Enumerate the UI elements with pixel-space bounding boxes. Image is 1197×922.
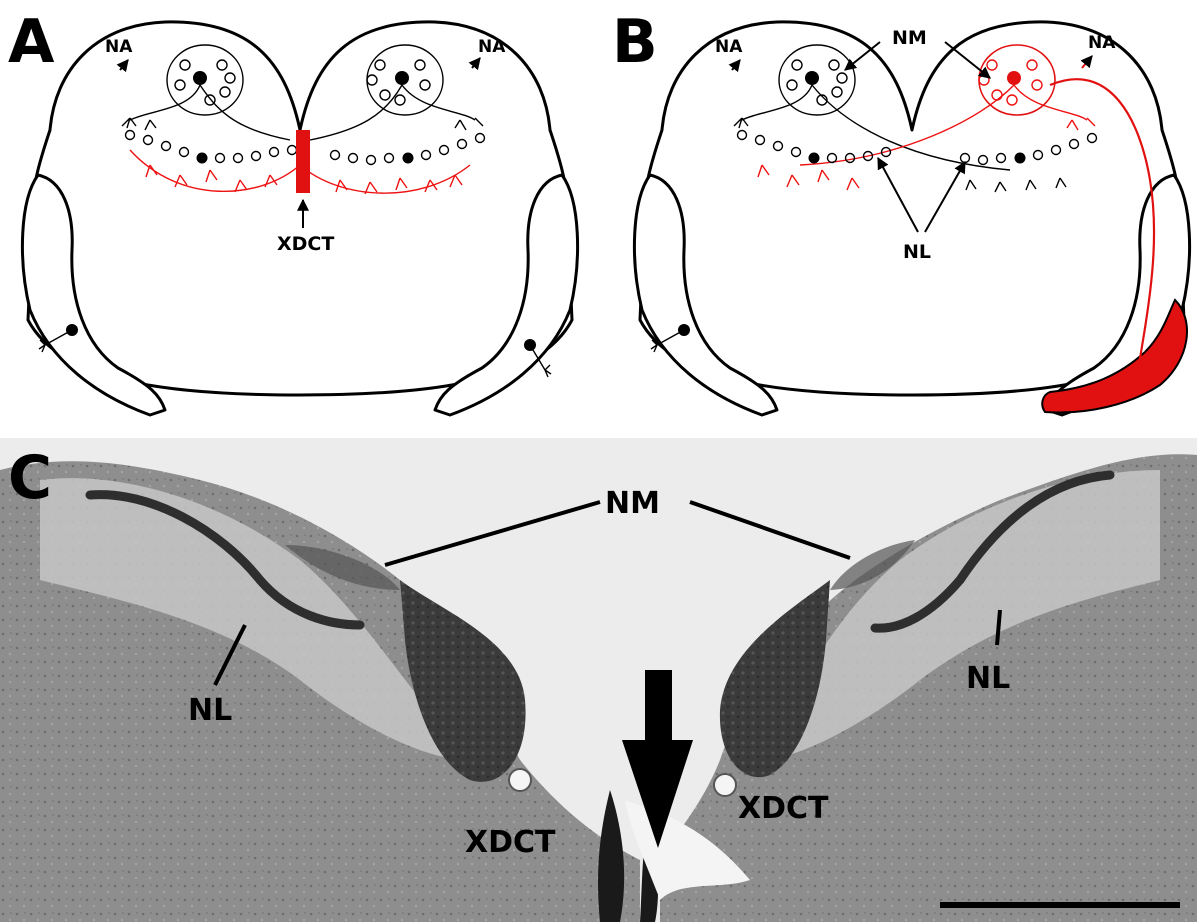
panel-c-nl-left-label: NL xyxy=(188,693,232,728)
panel-a-xdct-label: XDCT xyxy=(277,233,334,255)
panel-a-letter: A xyxy=(8,7,55,77)
panel-c-xdct-right-label: XDCT xyxy=(738,791,829,826)
panel-b-brainstem-outline xyxy=(634,22,1189,415)
panel-b-nl-label: NL xyxy=(903,241,931,263)
panel-a: A xyxy=(8,7,578,415)
panel-c-nm-label: NM xyxy=(605,486,660,521)
panel-a-na-left-label: NA xyxy=(105,37,133,57)
panel-c-letter: C xyxy=(8,443,52,513)
panel-b-na-left-label: NA xyxy=(715,37,743,57)
panel-a-xdct-lesion xyxy=(296,130,310,193)
panel-a-brainstem-outline xyxy=(22,22,577,415)
panel-b: B xyxy=(612,7,1190,415)
panel-c-nl-right-label: NL xyxy=(966,661,1010,696)
panel-b-letter: B xyxy=(612,7,658,77)
panel-a-na-right-label: NA xyxy=(478,37,506,57)
panel-b-na-right-label: NA xyxy=(1088,33,1116,53)
panel-c-xdct-left-label: XDCT xyxy=(465,825,556,860)
panel-b-nm-label: NM xyxy=(892,27,927,49)
panel-c-micrograph: C NM NL NL XDCT XDCT xyxy=(0,438,1197,922)
